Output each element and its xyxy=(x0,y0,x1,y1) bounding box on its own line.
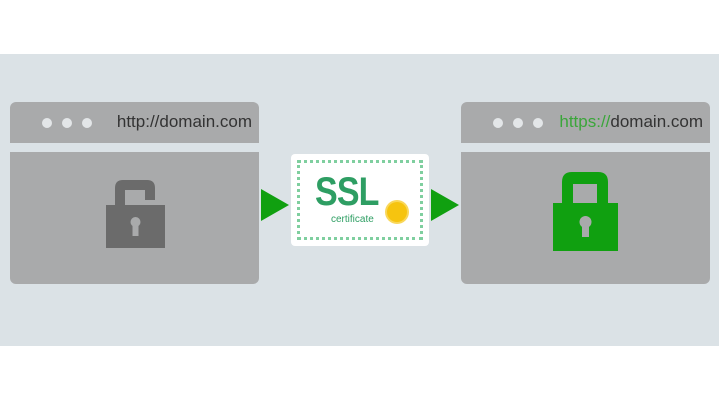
browser-content xyxy=(10,152,259,284)
certificate-subtitle: certificate xyxy=(331,214,374,225)
window-dot-icon xyxy=(82,118,92,128)
https-domain: domain.com xyxy=(610,112,703,131)
ssl-certificate: SSL certificate xyxy=(291,154,429,246)
certificate-border xyxy=(297,160,423,240)
arrow-right-icon xyxy=(431,189,459,221)
window-dot-icon xyxy=(42,118,52,128)
address-bar: http://domain.com xyxy=(10,102,259,143)
https-browser-window: https://domain.com xyxy=(461,102,710,284)
window-dot-icon xyxy=(493,118,503,128)
unlocked-padlock-icon xyxy=(106,180,165,248)
window-dot-icon xyxy=(62,118,72,128)
https-scheme: https:// xyxy=(559,112,611,131)
locked-padlock-icon xyxy=(553,172,618,251)
http-browser-window: http://domain.com xyxy=(10,102,259,284)
certificate-title: SSL xyxy=(315,170,379,214)
address-bar: https://domain.com xyxy=(461,102,710,143)
http-url: http://domain.com xyxy=(116,112,252,131)
window-dot-icon xyxy=(533,118,543,128)
arrow-right-icon xyxy=(261,189,289,221)
https-url: https://domain.com xyxy=(559,112,703,132)
window-dot-icon xyxy=(513,118,523,128)
seal-icon xyxy=(387,202,407,222)
browser-content xyxy=(461,152,710,284)
